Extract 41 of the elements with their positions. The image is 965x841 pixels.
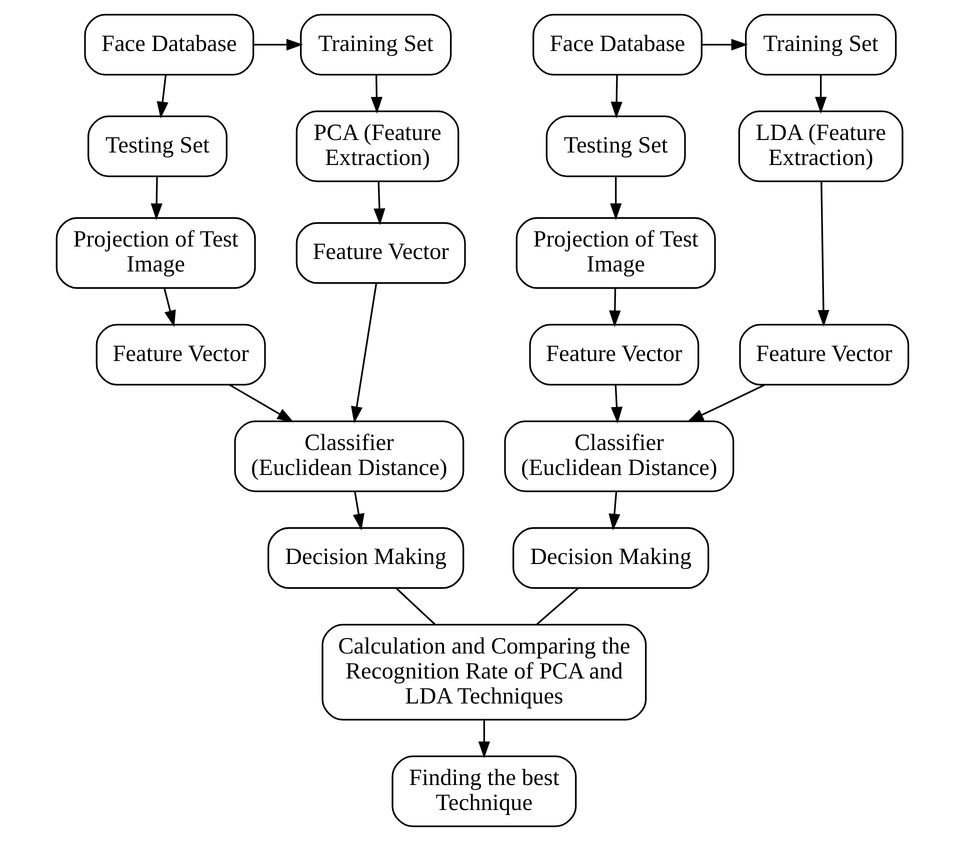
node-box: Feature Vector [529,324,700,386]
node-box: Decision Making [512,527,710,589]
node-box: Face Database [532,14,702,76]
arrow [350,283,378,424]
node-box: PCA (Feature Extraction) [296,110,460,182]
node-box: Finding the best Technique [392,756,577,828]
node-box: Decision Making [268,527,464,589]
arrow [164,288,176,328]
node-box: Feature Vector [96,324,266,386]
arrow [352,492,364,530]
node-box: LDA (Feature Extraction) [738,110,904,182]
arrow [478,720,490,758]
arrow [254,38,304,50]
node-box: Feature Vector [739,324,910,386]
arrow [229,384,294,422]
connector [536,588,579,626]
node-box: Training Set [300,14,452,76]
node-box: Face Database [84,14,254,76]
arrow [610,74,622,118]
arrow [609,288,621,328]
connector [396,588,436,626]
node-box: Projection of Test Image [516,217,716,289]
node-box: Feature Vector [296,222,466,284]
arrow [610,176,622,220]
node-box: Classifier (Euclidean Distance) [504,420,734,492]
node-box: Testing Set [546,116,686,178]
arrow [815,74,827,114]
arrow [608,492,620,530]
arrow [150,176,162,220]
node-box: Testing Set [88,116,228,178]
node-box: Projection of Test Image [56,217,256,289]
arrow [374,182,386,226]
arrow [156,74,168,118]
node-box: Training Set [745,14,897,76]
arrow [610,384,623,424]
node-box: Classifier (Euclidean Distance) [234,420,464,492]
arrow [686,384,766,422]
arrow [370,74,383,114]
arrow [702,38,748,50]
arrow [818,181,830,327]
node-box: Calculation and Comparing the Recognition Rate of PCA and LDA Techniques [322,624,647,720]
